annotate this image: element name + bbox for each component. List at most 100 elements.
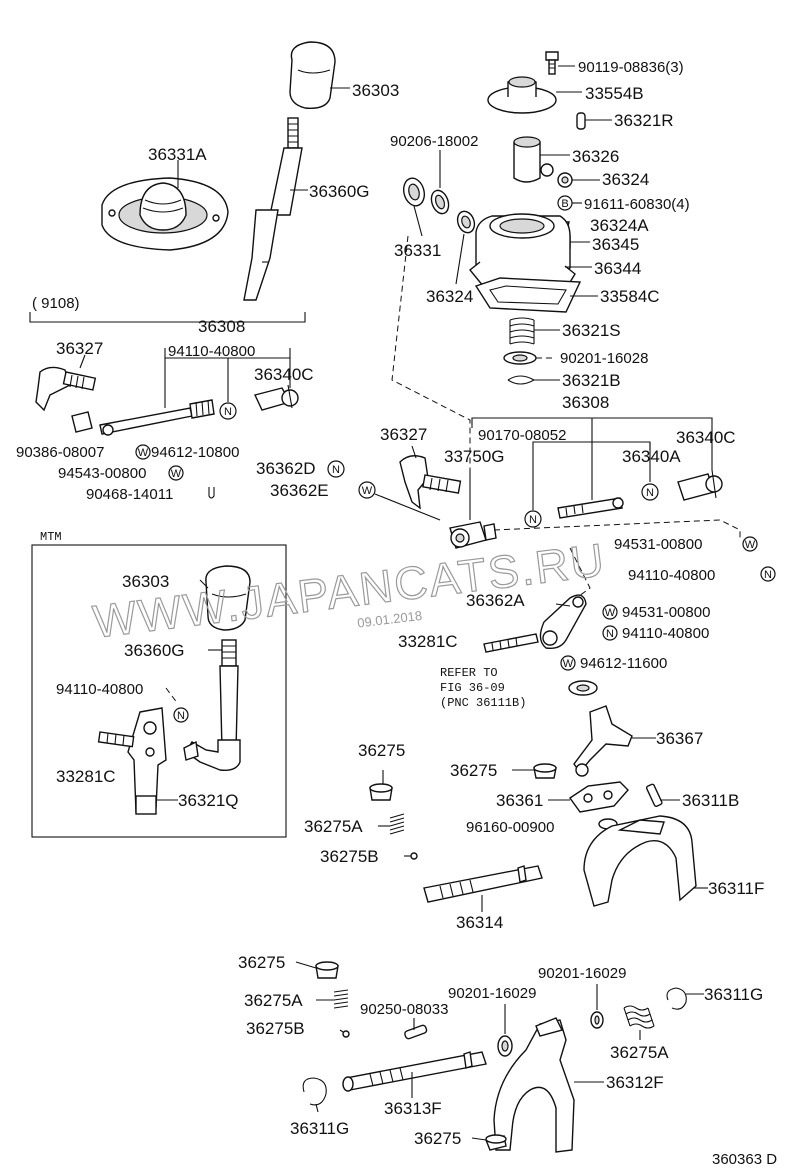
label-36275-b: 36275 <box>450 761 497 780</box>
ball-36275B-left <box>410 852 418 860</box>
washer-symbol-36362E: W <box>358 481 376 499</box>
label-36327-right: 36327 <box>380 425 427 444</box>
label-36311G-a: 36311G <box>704 985 763 1004</box>
label-mtm-36360G: 36360G <box>124 641 185 660</box>
selector-36362A <box>539 594 587 650</box>
snap-ring-36311G-upper <box>666 987 687 1010</box>
label-94110-d: 94110-40800 <box>622 625 709 642</box>
label-36311B: 36311B <box>682 791 739 810</box>
joint-36340C-right <box>677 469 723 501</box>
label-mtm-33281C: 33281C <box>56 767 116 786</box>
plug-36275-bottom <box>485 1134 507 1151</box>
label-36312F: 36312F <box>606 1073 664 1092</box>
label-36275B-a: 36275B <box>320 847 379 866</box>
snap-ring-36311G-lower <box>302 1077 327 1106</box>
washer-90201-16029b <box>590 1011 604 1029</box>
ball-joint-36340C <box>254 384 299 411</box>
label-94612-11600: 94612-11600 <box>580 655 667 672</box>
svg-text:N: N <box>224 406 232 418</box>
pin-90468 <box>208 487 215 499</box>
svg-text:N: N <box>177 710 185 722</box>
spring-36275A-lower <box>333 989 349 1009</box>
svg-text:N: N <box>529 514 537 526</box>
label-36275-a: 36275 <box>358 741 405 760</box>
washer-90201-16029a <box>497 1035 513 1057</box>
label-90201-16029-b: 90201-16029 <box>538 965 626 982</box>
shift-inner-lever-36367 <box>573 705 633 777</box>
nut-symbol-94110d: N <box>602 625 618 641</box>
svg-text:W: W <box>138 447 149 459</box>
label-96160: 96160-00900 <box>466 819 554 836</box>
collar-90386 <box>71 411 93 433</box>
label-90250: 90250-08033 <box>360 1001 448 1018</box>
mtm-knob <box>205 565 251 631</box>
label-90119: 90119-08836(3) <box>578 59 684 76</box>
washer-90201-16028 <box>503 351 537 365</box>
spring-36275A-right <box>623 1005 655 1029</box>
label-36321B: 36321B <box>562 371 621 390</box>
pin-36311B <box>645 783 663 807</box>
ball-36275B-lower <box>342 1030 350 1038</box>
label-36362A: 36362A <box>466 591 525 610</box>
clip-36321B <box>507 375 536 385</box>
label-36275-d: 36275 <box>414 1129 461 1148</box>
svg-text:W: W <box>745 539 756 551</box>
joint-33750G <box>449 521 497 549</box>
label-refer-1: REFER TO <box>440 666 498 680</box>
spring-36321S <box>509 317 535 345</box>
label-36331A: 36331A <box>148 145 207 164</box>
label-36327-left: 36327 <box>56 339 103 358</box>
label-94531-a: 94531-00800 <box>614 536 702 553</box>
svg-text:W: W <box>563 658 574 670</box>
label-36275A-b: 36275A <box>244 991 303 1010</box>
lever-36327-right <box>399 455 462 510</box>
label-36324: 36324 <box>602 170 649 189</box>
svg-text:W: W <box>605 607 616 619</box>
shift-lever-36360G <box>243 117 303 301</box>
nut-symbol-94110b: N <box>760 566 776 582</box>
label-33750G: 33750G <box>444 447 505 466</box>
label-mtm-36303: 36303 <box>122 572 169 591</box>
retainer-33554B <box>487 76 557 114</box>
plug-36275-left <box>369 783 393 801</box>
label-36275A-a: 36275A <box>304 817 363 836</box>
svg-text:N: N <box>646 487 654 499</box>
label-36311G-b: 36311G <box>290 1119 349 1138</box>
label-36362E: 36362E <box>270 481 329 500</box>
bush-36331 <box>402 177 426 207</box>
label-91611: 91611-60830(4) <box>584 196 690 213</box>
label-90170: 90170-08052 <box>478 427 566 444</box>
label-36324A: 36324A <box>590 216 649 235</box>
control-rod-36308 <box>99 399 215 436</box>
mtm-bracket-36321Q <box>127 707 167 815</box>
label-36321R: 36321R <box>614 111 674 130</box>
label-90386: 90386-08007 <box>16 444 104 461</box>
label-36313F: 36313F <box>384 1099 442 1118</box>
pin-36321R <box>576 112 586 130</box>
shift-lever-arm-36327 <box>35 366 97 412</box>
label-33584C: 33584C <box>600 287 660 306</box>
label-36311F: 36311F <box>708 879 764 898</box>
shift-head-36361 <box>569 781 629 813</box>
label-mtm: MTM <box>40 530 62 544</box>
label-bracket-9108: ( 9108) <box>32 295 80 312</box>
nut-symbol: N <box>219 358 237 420</box>
washer-36324a <box>557 172 573 188</box>
svg-text:W: W <box>171 468 182 480</box>
label-36362D: 36362D <box>256 459 316 478</box>
group-bracket-9108 <box>29 312 306 323</box>
bolt-symbol-91611: B <box>557 195 573 211</box>
label-90206: 90206-18002 <box>390 133 478 150</box>
gasket-33584C <box>474 277 582 313</box>
washer-36324b <box>456 210 476 234</box>
label-36360G: 36360G <box>309 182 370 201</box>
washer-symbol: W W <box>135 444 184 481</box>
label-33281C: 33281C <box>398 632 458 651</box>
label-mtm-36321Q: 36321Q <box>178 791 239 810</box>
part-labels: 36303 36331A 36360G 90119-08836(3) 33554… <box>16 59 777 1168</box>
shift-knob-36303 <box>289 41 336 109</box>
svg-text:N: N <box>764 569 772 581</box>
shift-fork-36312F <box>493 1017 575 1153</box>
plug-36275-mid <box>533 763 557 779</box>
label-36361: 36361 <box>496 791 543 810</box>
